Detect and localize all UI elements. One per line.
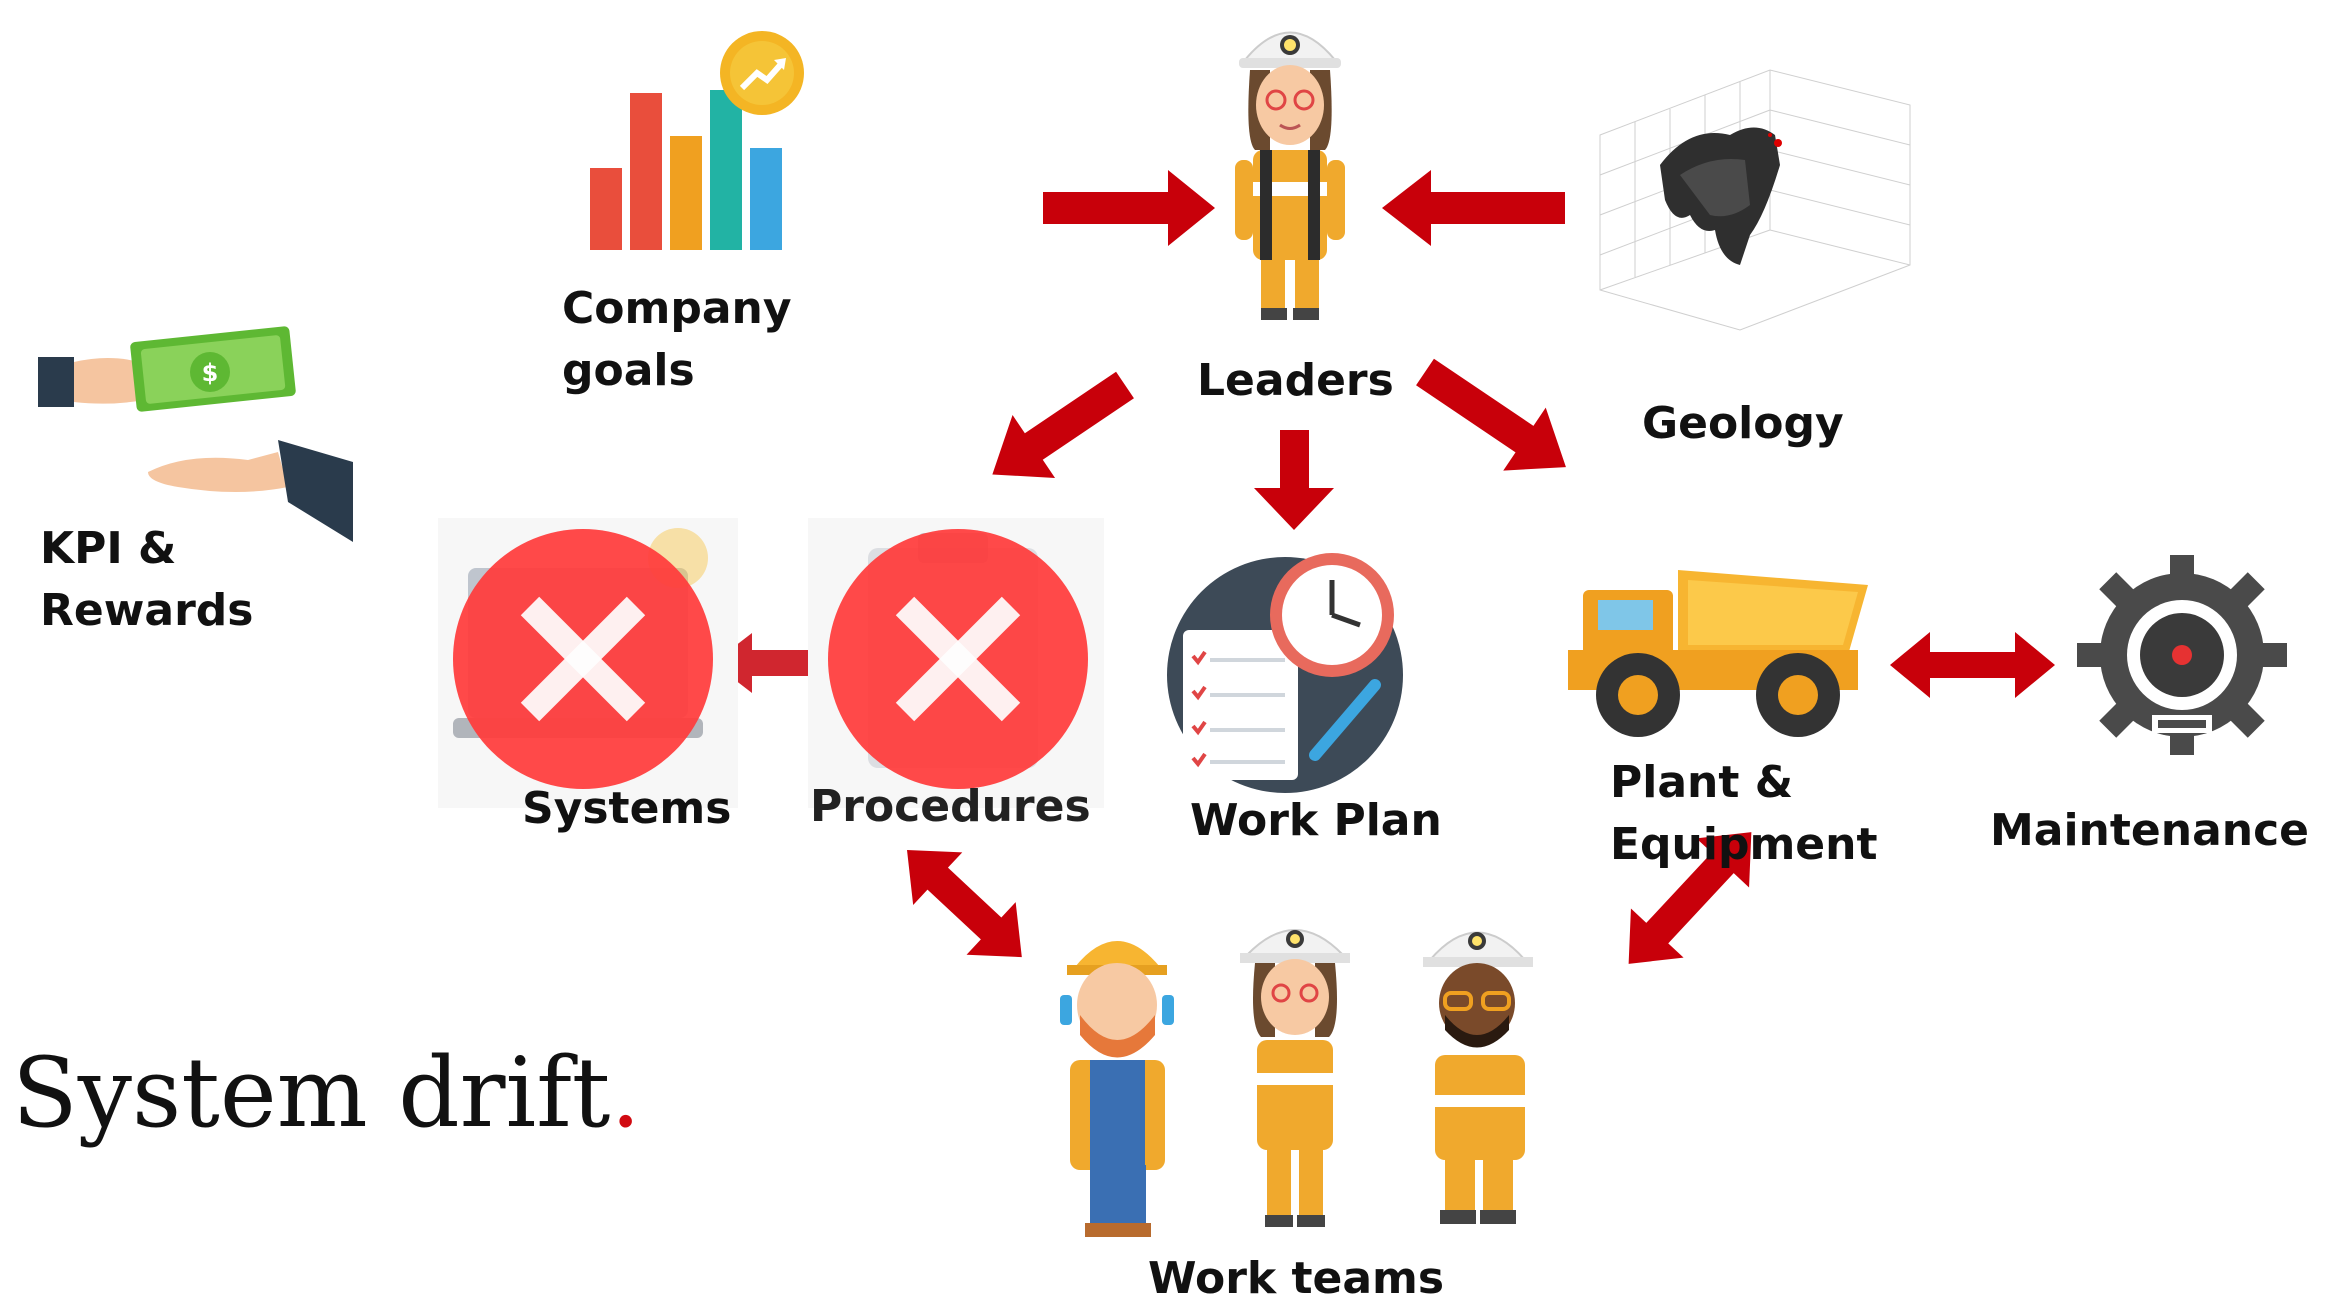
plant-equipment-label: Plant & Equipment — [1610, 752, 1878, 876]
cash-handover-icon: $ — [38, 326, 353, 542]
kpi-rewards-label-line1: KPI & — [40, 523, 177, 574]
maintenance-label: Maintenance — [1990, 805, 2310, 856]
work-teams-label: Work teams — [1148, 1253, 1445, 1304]
plant-equipment-label-line2: Equipment — [1610, 819, 1878, 870]
gear-wrench-icon — [2077, 555, 2287, 755]
page-title-dot: . — [610, 1037, 641, 1149]
arrow-plant-workteams — [1628, 832, 1752, 964]
company-goals-label-line1: Company — [562, 283, 792, 334]
plant-equipment-label-line1: Plant & — [1610, 757, 1794, 808]
arrow-geology-to-leaders — [1382, 170, 1565, 246]
work-plan-label: Work Plan — [1190, 795, 1442, 846]
arrow-leaders-to-procedures — [992, 371, 1134, 479]
clock-checklist-icon — [1167, 553, 1403, 793]
bar-chart-icon — [590, 31, 804, 250]
female-miner-icon — [1235, 31, 1345, 320]
procedures-label: Procedures — [810, 781, 1091, 832]
svg-text:$: $ — [202, 359, 219, 387]
miner-team-icon — [1060, 929, 1533, 1237]
page-title-text: System drift — [12, 1037, 611, 1149]
arrow-leaders-to-plant — [1416, 358, 1566, 471]
company-goals-label: Company goals — [562, 278, 792, 402]
geology-label: Geology — [1642, 398, 1844, 449]
kpi-rewards-label-line2: Rewards — [40, 585, 254, 636]
3d-geology-plot-icon — [1599, 69, 1911, 331]
page-title: System drift. — [12, 1038, 641, 1148]
company-goals-label-line2: goals — [562, 345, 695, 396]
arrow-plant-maintenance — [1890, 632, 2055, 698]
kpi-rewards-label: KPI & Rewards — [40, 518, 253, 642]
arrow-procedures-workteams — [907, 850, 1022, 958]
leaders-label: Leaders — [1197, 355, 1394, 406]
arrow-leaders-to-workplan — [1254, 430, 1334, 530]
arrow-goals-to-leaders — [1043, 170, 1215, 246]
systems-failed-cross-icon — [453, 529, 713, 789]
procedures-failed-cross-icon — [828, 529, 1088, 789]
haul-truck-icon — [1568, 570, 1868, 737]
systems-label: Systems — [522, 783, 732, 834]
